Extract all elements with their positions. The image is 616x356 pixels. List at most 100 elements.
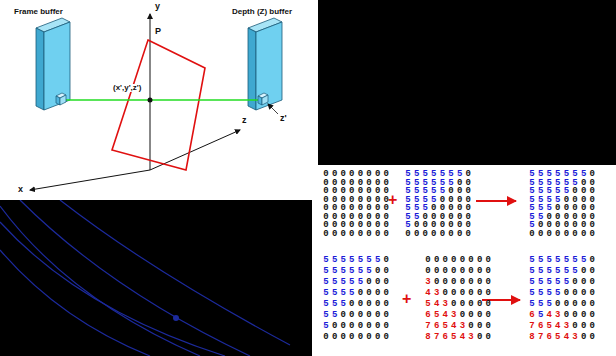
table-cell: 5 xyxy=(348,256,356,265)
table-cell: 0 xyxy=(365,300,373,309)
table-cell: 0 xyxy=(476,256,484,265)
table-cell: 0 xyxy=(382,311,390,320)
table-cell: 5 xyxy=(537,300,545,309)
grid-panel xyxy=(312,165,616,356)
table-cell: 5 xyxy=(528,300,536,309)
table-cell: 0 xyxy=(562,230,570,239)
table-cell: 0 xyxy=(571,322,579,331)
table-cell: 0 xyxy=(430,230,438,239)
table-cell: 0 xyxy=(484,256,492,265)
table-cell: 0 xyxy=(476,267,484,276)
table-cell: 0 xyxy=(339,322,347,331)
table-cell: 0 xyxy=(456,230,464,239)
axis-name: x xyxy=(18,185,23,194)
table-cell: 5 xyxy=(331,267,339,276)
table-cell: 5 xyxy=(528,278,536,287)
table-cell: 0 xyxy=(580,289,588,298)
table-cell: 5 xyxy=(545,289,553,298)
polygon-p xyxy=(112,40,205,170)
table-cell: 0 xyxy=(554,300,562,309)
table-cell: 0 xyxy=(322,333,330,342)
table-cell: 0 xyxy=(348,333,356,342)
table-cell: 0 xyxy=(528,230,536,239)
table-cell: 0 xyxy=(424,256,432,265)
table-cell: 0 xyxy=(331,230,339,239)
table-cell: 4 xyxy=(441,311,449,320)
table-cell: 0 xyxy=(484,300,492,309)
depth-label: z' xyxy=(280,114,287,123)
table-cell: 3 xyxy=(424,278,432,287)
table-cell: 0 xyxy=(413,230,421,239)
projection-ray xyxy=(62,99,262,101)
table-cell: 0 xyxy=(441,278,449,287)
table-cell: 5 xyxy=(554,289,562,298)
axes xyxy=(30,14,240,190)
background-arcs xyxy=(0,200,290,356)
table-cell: 0 xyxy=(476,322,484,331)
axis-name: z xyxy=(242,116,247,125)
table-cell: 5 xyxy=(339,278,347,287)
table-cell: 0 xyxy=(484,278,492,287)
table-cell: 0 xyxy=(356,333,364,342)
table-cell: 4 xyxy=(433,300,441,309)
table-cell: 0 xyxy=(458,300,466,309)
table-cell: 3 xyxy=(554,311,562,320)
table-cell: 0 xyxy=(562,311,570,320)
table-cell: 5 xyxy=(562,278,570,287)
table-cell: 0 xyxy=(588,267,596,276)
table-cell: 5 xyxy=(528,289,536,298)
table-cell: 8 xyxy=(528,333,536,342)
table-cell: 0 xyxy=(580,311,588,320)
depth-buffer-slab xyxy=(248,18,282,110)
table-cell: 0 xyxy=(467,289,475,298)
table-cell: 0 xyxy=(588,256,596,265)
table-cell: 5 xyxy=(348,267,356,276)
table-cell: 0 xyxy=(365,311,373,320)
table-cell: 0 xyxy=(476,289,484,298)
table-cell: 0 xyxy=(562,289,570,298)
table-cell: 0 xyxy=(441,256,449,265)
table-cell: 0 xyxy=(356,311,364,320)
table-cell: 0 xyxy=(348,311,356,320)
table-cell: 5 xyxy=(537,256,545,265)
table-cell: 7 xyxy=(433,333,441,342)
table-cell: 0 xyxy=(382,230,390,239)
arc xyxy=(0,250,150,356)
table-cell: 5 xyxy=(424,300,432,309)
table-cell: 0 xyxy=(588,333,596,342)
table-cell: 7 xyxy=(528,322,536,331)
table-cell: 0 xyxy=(476,300,484,309)
table-cell: 5 xyxy=(545,300,553,309)
table-cell: 5 xyxy=(571,256,579,265)
table-cell: 0 xyxy=(588,289,596,298)
slab-side xyxy=(36,28,44,110)
table-cell: 0 xyxy=(374,278,382,287)
point-label: (x',y',z') xyxy=(112,84,142,92)
table-cell: 7 xyxy=(424,322,432,331)
table-cell: 5 xyxy=(537,289,545,298)
table-cell: 0 xyxy=(374,322,382,331)
table-cell: 0 xyxy=(331,322,339,331)
table-cell: 5 xyxy=(537,311,545,320)
table-cell: 0 xyxy=(484,267,492,276)
arc xyxy=(60,200,290,345)
table-cell: 0 xyxy=(365,278,373,287)
buffer-title: Frame buffer xyxy=(14,8,63,16)
table-cell: 5 xyxy=(554,333,562,342)
table-cell: 5 xyxy=(322,267,330,276)
table-cell: 5 xyxy=(545,278,553,287)
table-cell: 0 xyxy=(588,311,596,320)
table-cell: 0 xyxy=(365,322,373,331)
table-cell: 6 xyxy=(424,311,432,320)
table-cell: 5 xyxy=(537,278,545,287)
table-cell: 0 xyxy=(356,230,364,239)
table-cell: 5 xyxy=(322,300,330,309)
table-cell: 5 xyxy=(331,256,339,265)
table-cell: 0 xyxy=(588,230,596,239)
buffer-title: Depth (Z) buffer xyxy=(232,8,292,16)
table-cell: 0 xyxy=(580,267,588,276)
table-cell: 0 xyxy=(433,267,441,276)
table-cell: 0 xyxy=(356,322,364,331)
table-cell: 0 xyxy=(348,322,356,331)
x-axis xyxy=(30,170,150,190)
